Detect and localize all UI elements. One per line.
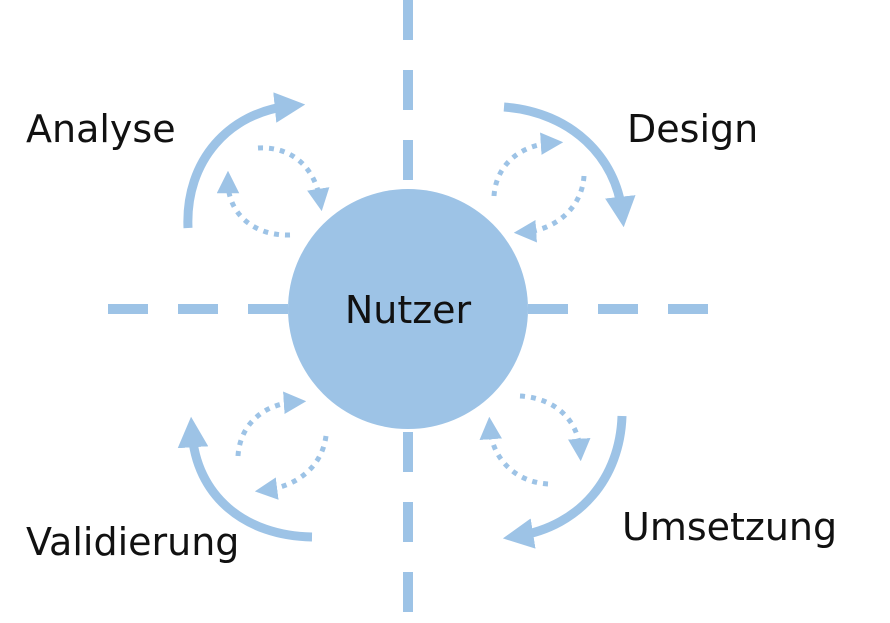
cycle-arrow-umsetzung-to-validierung <box>502 415 627 549</box>
cycle-arrow-design-to-umsetzung <box>503 102 636 228</box>
iteration-arrow-umsetzung-in <box>519 393 591 462</box>
iteration-arrow-umsetzung-out <box>479 416 549 487</box>
cycle-arrow-validierung-to-analyse <box>177 416 313 542</box>
iteration-arrow-analyse-in <box>257 145 330 212</box>
iteration-arrow-validierung-out <box>235 391 307 457</box>
center-label: Nutzer <box>345 288 472 332</box>
cycle-arrow-analyse-to-design <box>183 92 306 229</box>
phase-label-umsetzung: Umsetzung <box>622 505 837 549</box>
iteration-arrow-design-in <box>513 175 587 243</box>
iteration-arrow-analyse-out <box>216 170 291 238</box>
iteration-arrow-design-out <box>491 132 564 197</box>
iteration-arrow-validierung-in <box>254 435 329 500</box>
center-circle <box>288 189 528 429</box>
phase-label-analyse: Analyse <box>26 107 176 151</box>
phase-label-design: Design <box>627 107 758 151</box>
phase-label-validierung: Validierung <box>26 520 239 564</box>
